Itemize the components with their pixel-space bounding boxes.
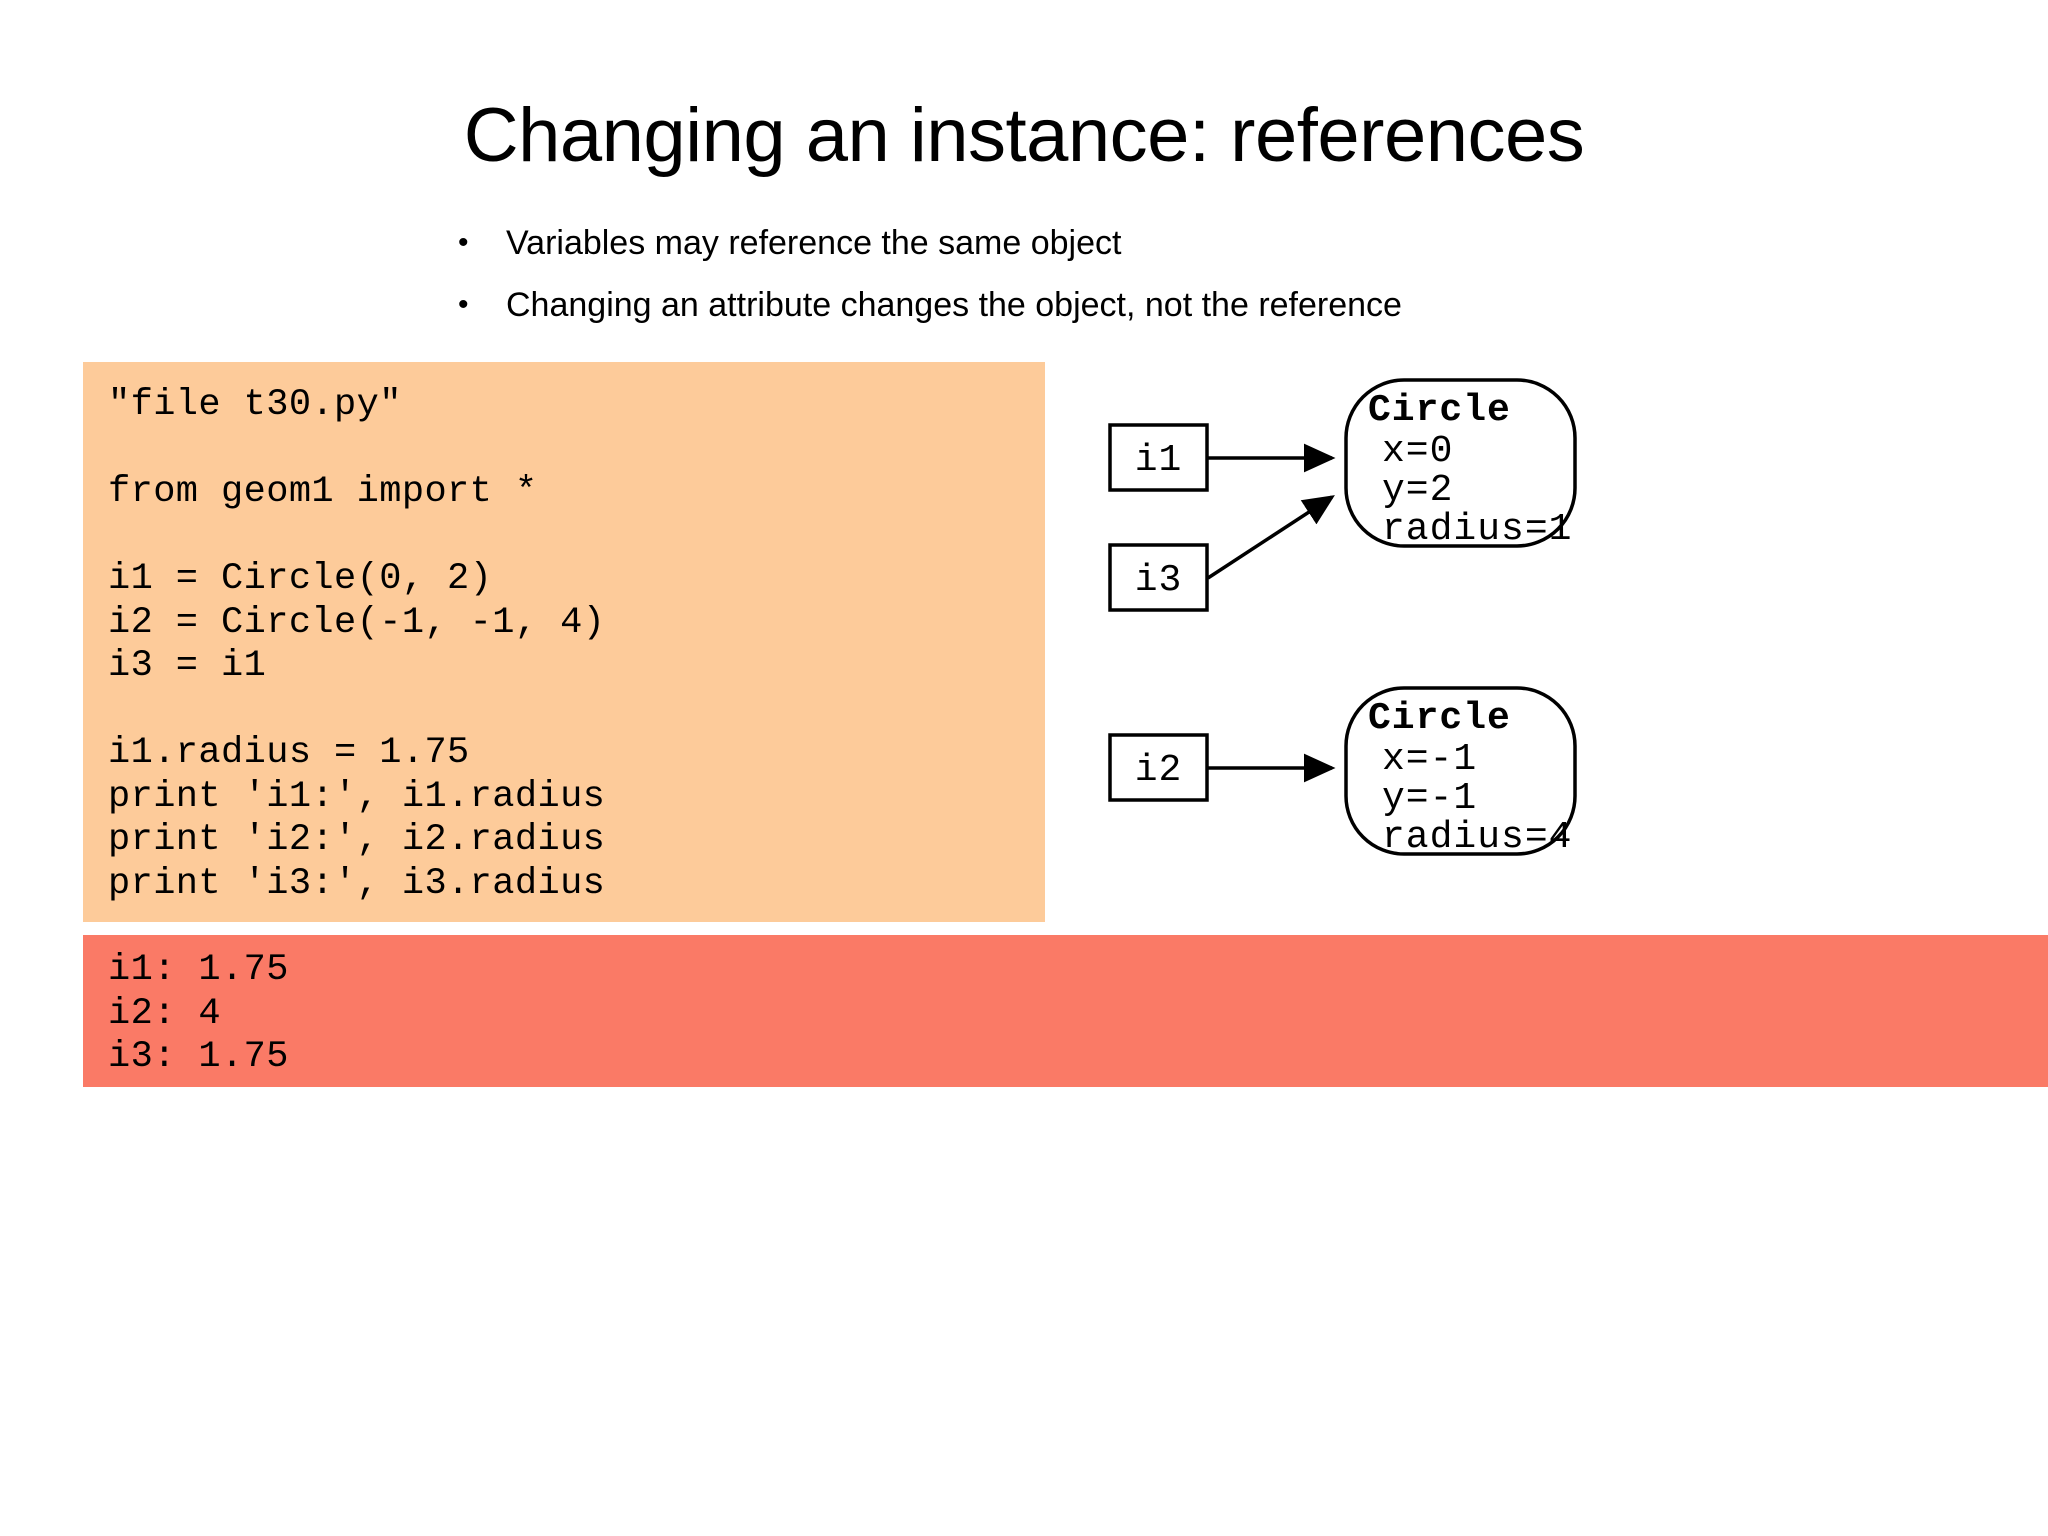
object-class-name: Circle xyxy=(1368,697,1511,740)
object-attribute: y=-1 xyxy=(1382,777,1477,820)
code-line: i3 = i1 xyxy=(108,645,267,687)
code-line: i1.radius = 1.75 xyxy=(108,732,470,774)
bullet-text: Variables may reference the same object xyxy=(506,224,1122,262)
code-line: "file t30.py" xyxy=(108,384,402,426)
code-line: i2 = Circle(-1, -1, 4) xyxy=(108,601,606,644)
code-line: print 'i2:', i2.radius xyxy=(108,819,606,861)
output-line: i2: 4 xyxy=(108,992,222,1035)
code-line: print 'i3:', i3.radius xyxy=(108,862,606,905)
page-title: Changing an instance: references xyxy=(463,93,1585,178)
bullet-point-icon: • xyxy=(458,288,469,321)
code-line: from geom1 import * xyxy=(108,471,538,513)
object-box-circle-1: Circle x=0 y=2 radius=1 xyxy=(1344,378,1577,551)
object-attribute: x=-1 xyxy=(1382,738,1477,781)
code-line xyxy=(108,515,1045,559)
variable-box-label: i1 xyxy=(1135,439,1183,482)
object-attribute: radius=1 xyxy=(1382,508,1572,551)
object-attribute: y=2 xyxy=(1382,469,1453,512)
object-attribute: x=0 xyxy=(1382,430,1453,473)
variable-box-i3: i3 xyxy=(1108,543,1209,612)
code-line: print 'i1:', i1.radius xyxy=(108,775,606,818)
bullet-point-icon: • xyxy=(458,226,469,259)
output-line: i3: 1.75 xyxy=(108,1036,289,1078)
code-line xyxy=(108,428,1045,472)
code-line xyxy=(108,689,1045,733)
object-attribute: radius=4 xyxy=(1382,816,1572,859)
list-item: • Changing an attribute changes the obje… xyxy=(452,284,1852,326)
variable-box-i2: i2 xyxy=(1108,733,1209,802)
object-box-circle-2: Circle x=-1 y=-1 radius=4 xyxy=(1344,686,1577,859)
output-line: i1: 1.75 xyxy=(108,949,289,991)
reference-diagram: i1 i3 i2 Circle x=0 y=2 radius=1 xyxy=(1060,360,2048,880)
bullet-text: Changing an attribute changes the object… xyxy=(506,286,1402,324)
variable-box-label: i2 xyxy=(1135,749,1183,792)
variable-box-label: i3 xyxy=(1135,559,1183,602)
object-class-name: Circle xyxy=(1368,389,1511,432)
list-item: • Variables may reference the same objec… xyxy=(452,222,1852,264)
program-output-block: i1: 1.75 i2: 4 i3: 1.75 xyxy=(83,935,2048,1087)
variable-box-i1: i1 xyxy=(1108,423,1209,492)
bullet-list: • Variables may reference the same objec… xyxy=(452,222,1852,346)
code-block: "file t30.py" from geom1 import * i1 = C… xyxy=(83,362,1045,922)
reference-arrow-i3 xyxy=(1207,495,1335,580)
code-line: i1 = Circle(0, 2) xyxy=(108,558,493,600)
